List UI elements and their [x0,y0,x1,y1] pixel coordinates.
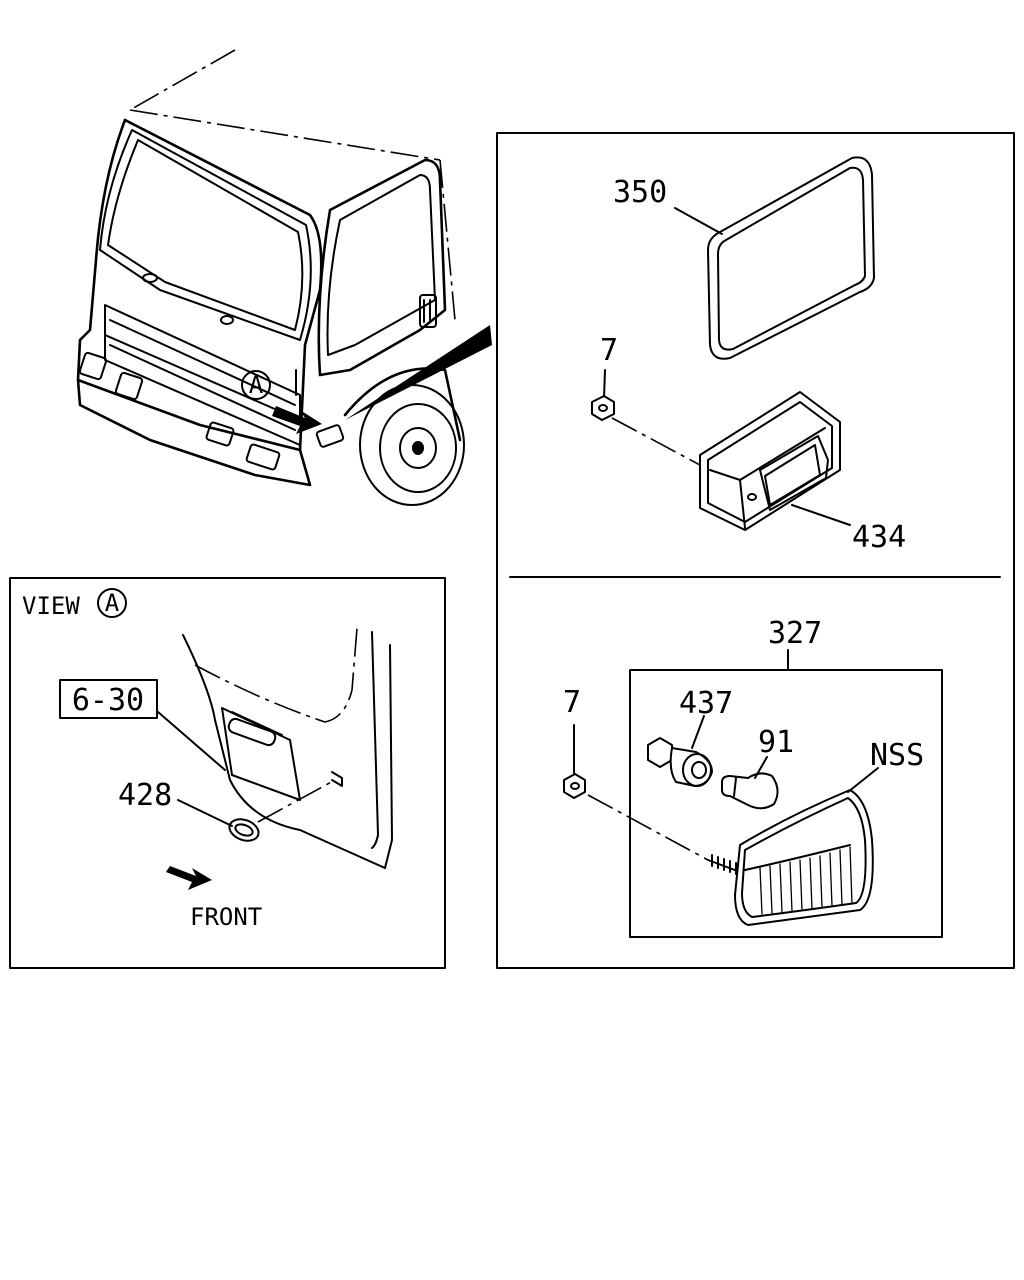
part-434-lamp-body [699,391,851,531]
label-428: 428 [118,778,172,813]
label-437: 437 [679,686,733,721]
label-nss: NSS [870,738,924,773]
part-nss-lens-housing [707,767,879,926]
label-7-top: 7 [600,333,618,368]
right-panel [496,132,1015,969]
fender-detail [157,627,393,890]
view-a-panel [9,577,446,969]
truck-view-marker [241,370,271,400]
label-7-bottom: 7 [563,685,581,720]
truck-view-marker-letter: A [249,371,264,399]
view-marker-letter: A [105,589,120,617]
label-91: 91 [758,725,794,760]
part-7-nut-bottom [563,724,709,861]
label-front: FRONT [190,903,262,931]
part-91-bulb [721,756,779,810]
part-7-nut-top [591,369,701,466]
label-6-30: 6-30 [72,683,144,718]
label-350: 350 [613,175,667,210]
ref-box-6-30 [59,679,158,719]
part-437-socket [647,715,713,787]
part-350-lens [674,156,875,360]
part-327-assembly-box [629,669,943,938]
label-434: 434 [852,520,906,555]
view-title: VIEW [22,592,80,620]
view-marker-circle [97,588,127,618]
label-327: 327 [768,616,822,651]
truck-cab-illustration [76,49,492,506]
